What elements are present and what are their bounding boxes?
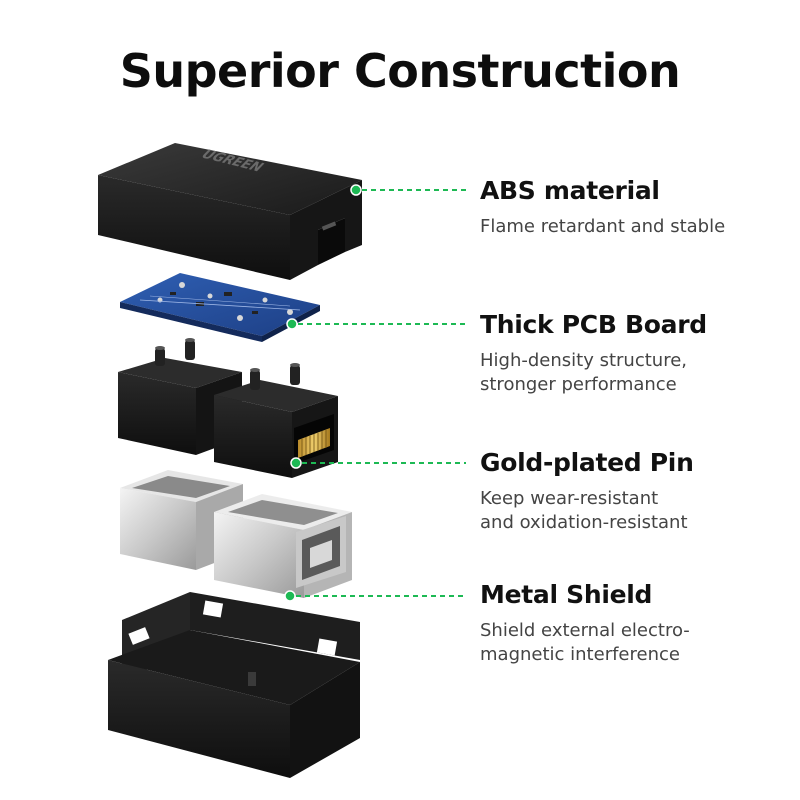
callout-connector-pin [290, 457, 466, 469]
feature-name: Thick PCB Board [480, 310, 707, 339]
metal-shield-right [214, 494, 352, 598]
feature-description: High-density structure, stronger perform… [480, 349, 707, 397]
feature-name: ABS material [480, 176, 660, 205]
page-title: Superior Construction [119, 44, 681, 98]
feature-abs-material: ABS material Flame retardant and stable [480, 176, 725, 239]
feature-description-line: Shield external electro- [480, 620, 690, 641]
feature-description-line: magnetic interference [480, 644, 680, 665]
feature-name: Metal Shield [480, 580, 653, 609]
pcb-board [120, 273, 320, 342]
feature-description-line: and oxidation-resistant [480, 512, 688, 533]
feature-pcb-board: Thick PCB Board High-density structure, … [480, 310, 707, 397]
jack-housing-right [214, 363, 338, 478]
bottom-base [108, 592, 360, 778]
callout-connector-abs [350, 184, 466, 196]
feature-description-line: Keep wear-resistant [480, 488, 659, 509]
feature-description-line: stronger performance [480, 374, 677, 395]
feature-description: Flame retardant and stable [480, 215, 725, 239]
feature-description: Keep wear-resistant and oxidation-resist… [480, 487, 694, 535]
abs-cover: UGREEN [98, 143, 362, 280]
feature-description-line: High-density structure, [480, 350, 687, 371]
feature-description: Shield external electro- magnetic interf… [480, 619, 690, 667]
feature-gold-plated-pin: Gold-plated Pin Keep wear-resistant and … [480, 448, 694, 535]
callout-connector-pcb [286, 318, 466, 330]
feature-name: Gold-plated Pin [480, 448, 694, 477]
feature-description-line: Flame retardant and stable [480, 216, 726, 237]
callout-connector-shield [284, 590, 466, 602]
feature-metal-shield: Metal Shield Shield external electro- ma… [480, 580, 690, 667]
